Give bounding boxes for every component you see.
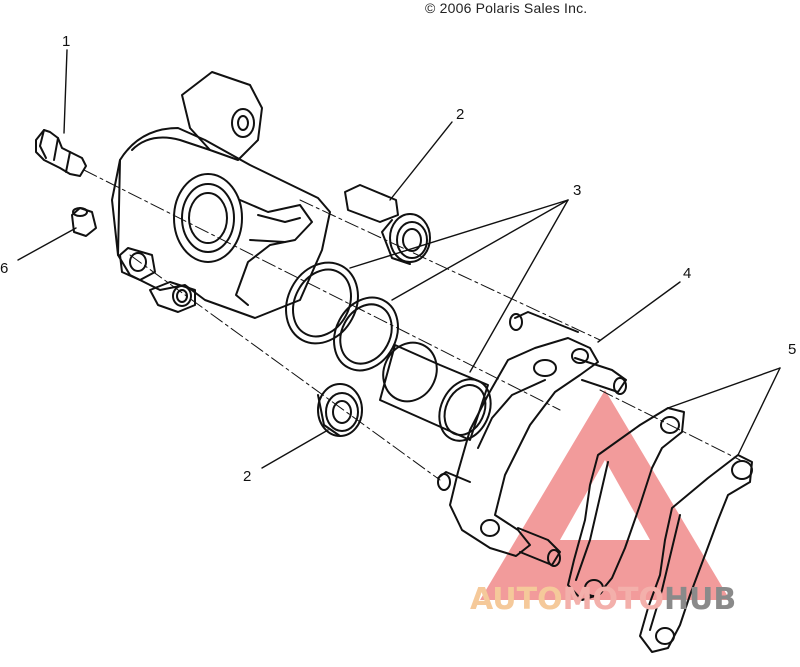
callout-1: 1 [62,33,71,50]
copyright-notice: © 2006 Polaris Sales Inc. [425,0,588,16]
pin-boot-lower [317,383,363,437]
watermark-hub: HUB [663,582,737,617]
watermark-triangle [480,390,730,600]
watermark-logo: AUTOMOTOHUB [470,582,736,617]
mounting-bracket [437,311,627,567]
leader-lines [17,49,781,469]
watermark-auto: AUTO [470,582,563,617]
callout-3: 3 [573,182,582,199]
bleeder-screw [35,129,87,177]
pin-boot-upper [344,184,431,265]
caliper-housing [111,71,331,319]
brake-pad-outer [639,454,753,653]
piston-seal-inner [333,296,399,372]
bleeder-cap [71,207,97,237]
callout-4: 4 [683,265,692,282]
watermark-moto: MOTO [562,582,664,617]
callout-5: 5 [788,341,797,358]
callout-2-upper: 2 [456,106,465,123]
callout-6: 6 [0,260,9,277]
assembly-centerlines [83,169,741,481]
callout-2-lower: 2 [243,468,252,485]
piston [379,341,492,442]
brake-pad-inner [567,407,685,601]
piston-seal-outer [285,261,359,345]
